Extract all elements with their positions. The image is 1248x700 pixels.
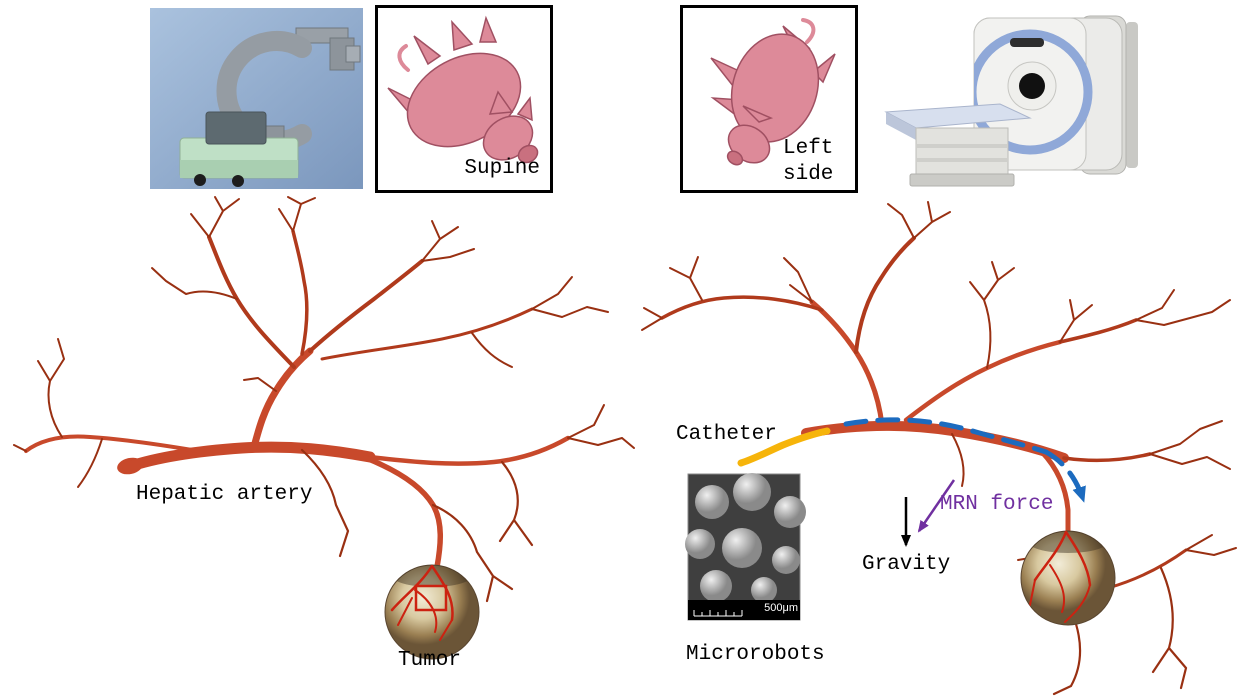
gravity-label: Gravity: [862, 553, 951, 576]
left-vascular-tree: [13, 196, 635, 603]
microrobots-sem-image: [685, 473, 806, 621]
sem-scale-bar: [693, 610, 743, 617]
right-artery-trunk: [801, 420, 1069, 463]
catheter-curve: [737, 427, 831, 467]
c-arm-xray-icon: [150, 8, 363, 189]
mri-scanner-icon: [882, 8, 1162, 196]
mrn-force-label: MRN force: [940, 493, 1054, 516]
left-side-label: Left side: [783, 137, 834, 187]
catheter-label: Catheter: [676, 423, 777, 446]
left-side-position-box: Left side: [680, 5, 858, 193]
navigation-path: [843, 417, 1086, 503]
sem-scale-label: 500μm: [764, 602, 798, 614]
hepatic-artery-trunk: [122, 441, 376, 473]
right-tumor: [1020, 530, 1116, 626]
tumor-roi-box: [414, 584, 448, 612]
microrobots-label: Microrobots: [686, 643, 825, 666]
hepatic-artery-label: Hepatic artery: [136, 483, 313, 506]
pig-supine-icon: [387, 15, 539, 164]
supine-position-box: Supine: [375, 5, 553, 193]
left-tumor: [384, 564, 480, 660]
pig-left-side-icon: [710, 18, 836, 166]
right-vascular-tree: [641, 201, 1237, 696]
mrn-force-arrow: [917, 479, 956, 533]
tumor-label: Tumor: [398, 649, 462, 672]
supine-label: Supine: [464, 156, 540, 180]
